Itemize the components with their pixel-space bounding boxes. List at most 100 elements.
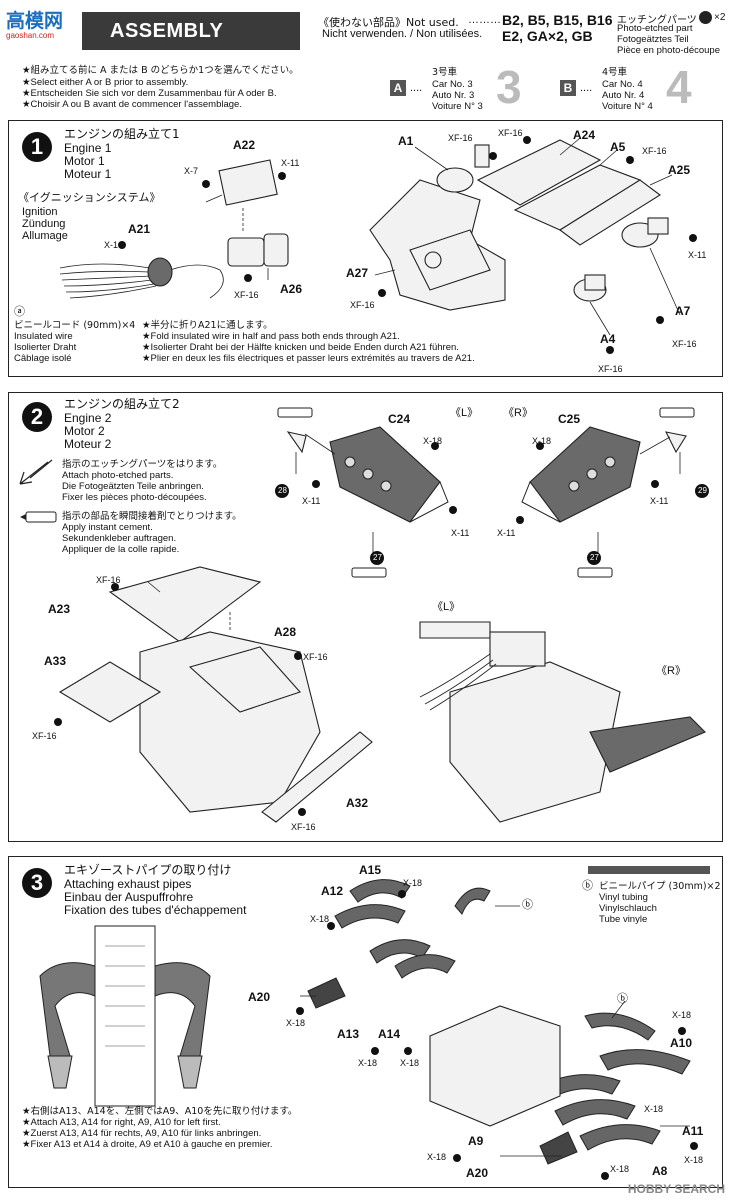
car-a-dots: .... — [410, 82, 423, 94]
label-x11-right: X-11 — [688, 250, 707, 260]
wire-de: Isolierter Draht — [14, 342, 77, 353]
label-xf16-a27: XF-16 — [350, 300, 375, 310]
a23-part — [108, 566, 262, 643]
vinyl-fr: Tube vinyle — [599, 914, 648, 925]
label-a22: A22 — [233, 138, 256, 152]
step-1-title-jp: エンジンの組み立て1 — [64, 127, 180, 141]
label-a27: A27 — [346, 266, 369, 280]
label-x7: X-7 — [184, 166, 199, 176]
step-2-title-fr: Moteur 2 — [64, 437, 112, 451]
step-2-title-de: Motor 2 — [64, 424, 105, 438]
logo-subtext: gaoshan.com — [6, 31, 55, 40]
label-a23: A23 — [48, 602, 71, 616]
label-x18-a12: X-18 — [310, 914, 330, 924]
a28-part — [188, 646, 301, 713]
not-used-dots: ……… — [468, 14, 501, 26]
step-1-panel — [8, 120, 723, 377]
photo-etched-mult: ×2 — [714, 12, 726, 23]
step-3-note-jp: ★右側はA13、A14を、左側ではA9、A10を先に取り付けます。 — [22, 1106, 298, 1117]
car-b-number: 4 — [666, 61, 692, 113]
label-xf16-a7: XF-16 — [672, 339, 697, 349]
pe-note-fr: Fixer les pièces photo-découpées. — [62, 492, 207, 503]
step-1-title-fr: Moteur 1 — [64, 167, 112, 181]
select-note-fr: ★Choisir A ou B avant de commencer l'ass… — [22, 99, 242, 110]
step-3-note-de: ★Zuerst A13, A14 für rechts, A9, A10 für… — [22, 1128, 262, 1139]
label-a24: A24 — [573, 128, 596, 142]
a22-part — [218, 159, 278, 206]
step-2-illustration — [54, 407, 709, 823]
label-x18-a13: X-18 — [358, 1058, 378, 1068]
photo-etched-jp: エッチングパーツ — [617, 15, 697, 26]
label-x11-c24-right: X-11 — [451, 528, 470, 538]
step-1-title-de: Motor 1 — [64, 154, 105, 168]
label-xf16-a4: XF-16 — [598, 364, 623, 374]
a26-part — [263, 233, 289, 267]
label-a14: A14 — [378, 1027, 401, 1041]
cement-note-fr: Appliquer de la colle rapide. — [62, 544, 180, 555]
label-xf16-a33: XF-16 — [32, 731, 57, 741]
label-a13: A13 — [337, 1027, 360, 1041]
step-3-illustration — [39, 879, 698, 1180]
step-3-title-de: Einbau der Auspuffrohre — [64, 890, 194, 904]
label-a28: A28 — [274, 625, 297, 639]
photo-etched-icon — [699, 11, 712, 24]
pe-note-de: Die Fotogeätzten Teile anbringen. — [62, 481, 204, 492]
label-a4: A4 — [600, 332, 616, 346]
wire-fr: Câblage isolé — [14, 353, 72, 364]
vinyl-b-marker: ⓑ — [582, 880, 593, 892]
label-b-top: ⓑ — [522, 899, 533, 911]
car-a-de: Auto Nr. 3 — [432, 90, 475, 101]
cement-note-en: Apply instant cement. — [62, 522, 153, 533]
label-a33: A33 — [44, 654, 67, 668]
label-a26: A26 — [280, 282, 303, 296]
fold-note-jp: ★半分に折りA21に通します。 — [142, 320, 273, 331]
right-cover-assembled — [589, 716, 706, 773]
label-x11-c25-right: X-11 — [650, 496, 669, 506]
step-3-panel — [8, 856, 723, 1188]
car-b-jp: 4号車 — [602, 67, 628, 78]
select-note-en: ★Select either A or B prior to assembly. — [22, 77, 189, 88]
label-c25: C25 — [558, 412, 581, 426]
label-a11: A11 — [682, 1124, 704, 1138]
label-a15: A15 — [359, 863, 382, 877]
label-xf16-a5: XF-16 — [642, 146, 667, 156]
photo-etched-en: Photo-etched part — [617, 23, 693, 34]
label-a21: A21 — [128, 222, 151, 236]
car-b-de: Auto Nr. 4 — [602, 90, 645, 101]
page-title: ASSEMBLY — [110, 20, 224, 42]
label-a1: A1 — [398, 134, 414, 148]
not-used-parts-line1: B2, B5, B15, B16 — [502, 12, 613, 28]
label-xf16-a28: XF-16 — [303, 652, 328, 662]
label-xf16-a23: XF-16 — [96, 575, 121, 585]
ignition-fr: Allumage — [22, 230, 68, 242]
cement-note-jp: 指示の部品を瞬間接着剤でとりつけます。 — [62, 511, 242, 522]
not-used-jp: 《使わない部品》Not used. — [318, 16, 459, 29]
a26-cap-part — [227, 237, 265, 267]
select-note-de: ★Entscheiden Sie sich vor dem Zusammenba… — [22, 88, 277, 99]
not-used-parts-line2: E2, GA×2, GB — [502, 28, 593, 44]
pe-note-en: Attach photo-etched parts. — [62, 470, 174, 481]
step-3-note-fr: ★Fixer A13 et A14 à droite, A9 et A10 à … — [22, 1139, 273, 1150]
label-pe-28: 28 — [278, 486, 287, 495]
a33-part — [58, 661, 162, 723]
step-3-title-en: Attaching exhaust pipes — [64, 877, 192, 891]
label-x18-c24: X-18 — [423, 436, 443, 446]
label-a20-bottom: A20 — [466, 1166, 489, 1180]
step-2-number: 2 — [22, 402, 52, 432]
front-view-inset — [39, 925, 211, 1107]
step-2-title-jp: エンジンの組み立て2 — [64, 397, 180, 411]
step-2-panel — [8, 392, 723, 842]
label-left-top: 《L》 — [450, 407, 479, 419]
photo-etched-fr: Pièce en photo-découpe — [617, 45, 720, 56]
fold-note-de: ★Isolierter Draht bei der Hälfte knicken… — [142, 342, 459, 353]
ignition-box-assembled — [489, 631, 546, 667]
label-a25: A25 — [668, 163, 691, 177]
step-3-title-fr: Fixation des tubes d'échappement — [64, 903, 247, 917]
pe-plate-29 — [665, 431, 687, 454]
label-x18-a9: X-18 — [427, 1152, 447, 1162]
fold-note-en: ★Fold insulated wire in half and pass bo… — [142, 331, 400, 342]
ignition-de: Zündung — [22, 218, 66, 230]
label-x11-c24-left: X-11 — [302, 496, 321, 506]
engine-block-assembled — [449, 661, 621, 823]
cement-tubes — [277, 407, 695, 578]
